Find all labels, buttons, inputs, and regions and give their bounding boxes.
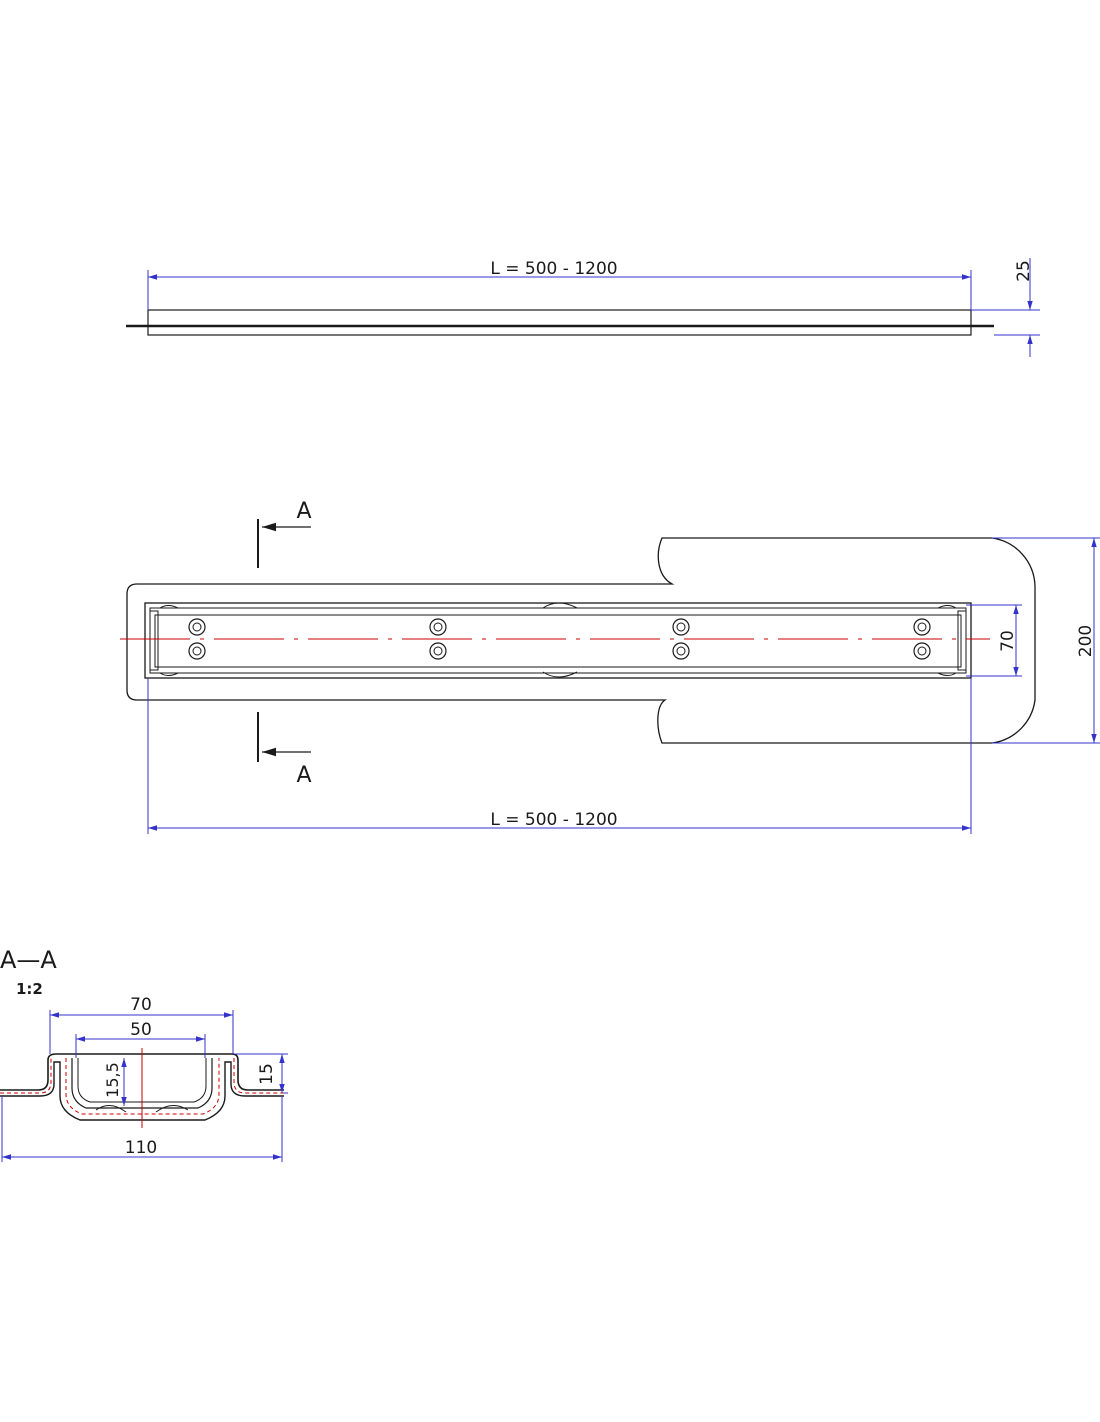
bolt-icon <box>188 618 206 636</box>
section-marker-top: A <box>257 499 312 568</box>
section-view: A—A 1:2 70 50 15,5 15 <box>0 946 288 1162</box>
section-bottom-rib-right <box>155 1105 189 1113</box>
plan-length-label: L = 500 - 1200 <box>490 810 617 830</box>
bolt-icon <box>429 618 447 636</box>
grate-width-label: 70 <box>998 630 1018 652</box>
plan-outlet-bottom <box>542 671 578 678</box>
plan-corner-top-left <box>159 605 179 609</box>
section-profile-outer <box>0 1053 284 1091</box>
plan-flange-outline <box>126 537 1036 744</box>
section-marker-bottom: A <box>257 712 312 788</box>
section-shell-red <box>0 1058 284 1115</box>
plan-corner-bottom-left <box>159 672 179 676</box>
plan-view: A A 70 200 L = 500 - 1200 <box>120 499 1100 834</box>
bolt-icon <box>913 618 931 636</box>
side-length-label: L = 500 - 1200 <box>490 259 617 279</box>
section-inner-width-label: 50 <box>130 1020 152 1040</box>
section-inner-depth-label: 15,5 <box>103 1062 122 1098</box>
bolt-icon <box>913 642 931 660</box>
section-rim-height-label: 15 <box>257 1063 277 1085</box>
total-width-label: 200 <box>1076 625 1096 657</box>
plan-corner-top-right <box>937 605 957 609</box>
section-scale: 1:2 <box>16 980 43 998</box>
plan-end-tab-right <box>957 610 966 671</box>
bolt-icon <box>429 642 447 660</box>
plan-channel-inner <box>149 607 967 674</box>
bolt-icon <box>672 618 690 636</box>
plan-end-tab-left <box>150 610 159 671</box>
plan-outlet-top <box>542 602 578 609</box>
section-flange-width-label: 110 <box>125 1138 157 1158</box>
side-view: L = 500 - 1200 25 <box>126 258 1040 357</box>
section-outer-width-label: 70 <box>130 995 152 1015</box>
section-title: A—A <box>0 946 57 974</box>
plan-corner-bottom-right <box>937 672 957 676</box>
bolt-icon <box>188 642 206 660</box>
plan-grate <box>154 614 962 668</box>
side-height-label: 25 <box>1014 260 1034 282</box>
bolt-icon <box>672 642 690 660</box>
section-marker-top-label: A <box>296 499 311 524</box>
side-view-body <box>147 309 972 336</box>
section-marker-bottom-label: A <box>296 763 311 788</box>
section-bottom-rib-left <box>95 1105 127 1113</box>
